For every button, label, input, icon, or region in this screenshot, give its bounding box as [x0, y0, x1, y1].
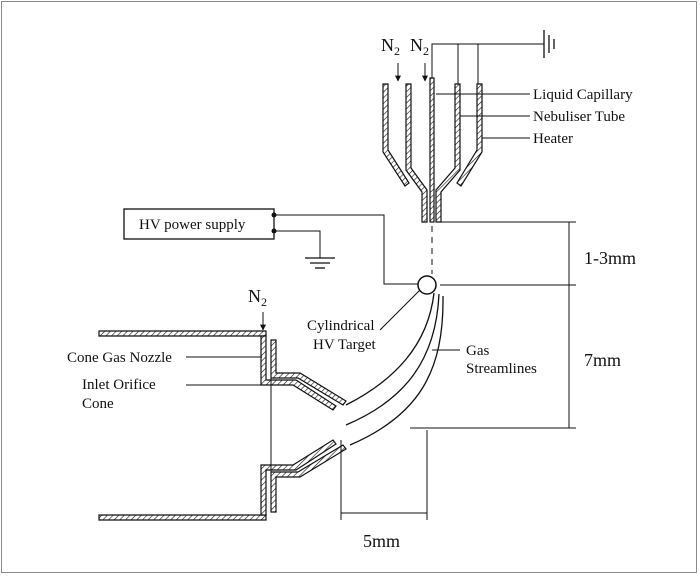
cone-gas-nozzle-bottom	[260, 439, 337, 516]
label-hv-power-supply: HV power supply	[139, 217, 246, 233]
hv-power-supply-box	[123, 208, 275, 240]
gas-streamline-2	[345, 293, 440, 426]
housing-bottom-wall	[98, 514, 267, 521]
dim-label-1-3mm: 1-3mm	[584, 248, 636, 268]
label-gas: Gas	[466, 343, 489, 359]
label-hv-target: HV Target	[313, 337, 377, 353]
label-cone: Cone	[82, 396, 114, 412]
label-heater: Heater	[533, 131, 573, 147]
dimension-lines	[340, 221, 576, 520]
spray-source	[382, 30, 555, 274]
label-n2-bottom: N2	[248, 286, 267, 309]
label-streamlines: Streamlines	[466, 361, 537, 377]
label-nebuliser-tube: Nebuliser Tube	[533, 109, 625, 125]
heater-wall-right	[456, 83, 483, 187]
housing-top-wall	[98, 330, 267, 337]
label-n2-top-right: N2	[410, 35, 429, 58]
hv-wire-to-ground	[274, 230, 321, 258]
cone-assembly	[98, 312, 347, 521]
dim-label-5mm: 5mm	[363, 531, 400, 551]
gas-streamline-1	[345, 292, 435, 406]
ground-wire	[431, 43, 544, 78]
label-liquid-capillary: Liquid Capillary	[533, 87, 633, 103]
inlet-cone-top	[270, 339, 347, 406]
target-region	[345, 275, 460, 446]
label-cylindrical: Cylindrical	[307, 318, 375, 334]
leader-hv-target	[379, 289, 421, 331]
label-cone-gas-nozzle: Cone Gas Nozzle	[67, 350, 172, 366]
dim-label-7mm: 7mm	[584, 350, 621, 370]
label-n2-top-left: N2	[381, 35, 400, 58]
cylindrical-hv-target	[417, 275, 437, 295]
nebuliser-wall-left	[405, 83, 428, 223]
nebuliser-wall-right	[435, 83, 461, 223]
liquid-capillary	[429, 77, 435, 223]
hv-power-circuit	[123, 208, 418, 285]
hv-wire-to-target	[274, 214, 418, 285]
ground-symbol-top	[543, 30, 555, 58]
inlet-cone-bottom	[270, 444, 347, 513]
ground-symbol-hv	[305, 257, 335, 269]
label-inlet-orifice: Inlet Orifice	[82, 377, 156, 393]
gas-streamline-3	[349, 295, 444, 446]
heater-wall-left	[382, 83, 410, 187]
